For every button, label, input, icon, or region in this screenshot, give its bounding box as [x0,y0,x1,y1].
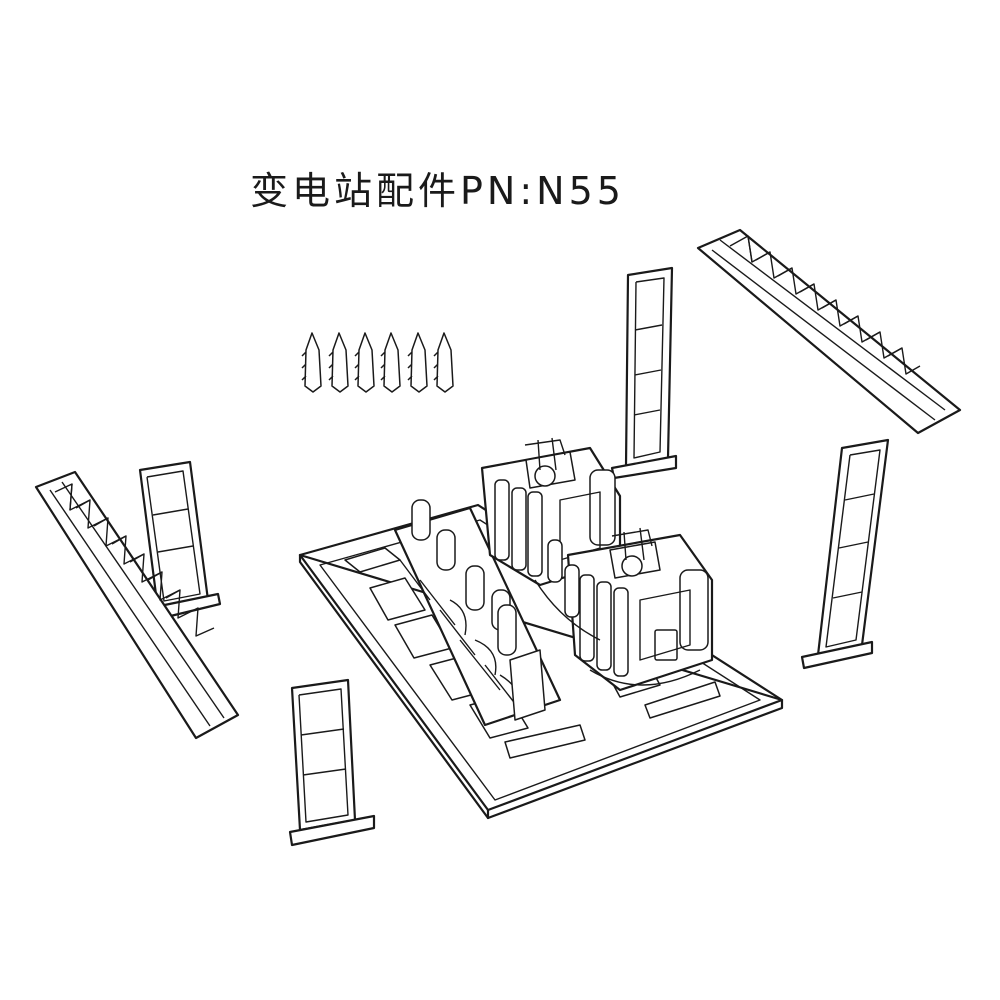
transformer [480,437,622,587]
insulator-row [393,499,562,727]
bushing-cluster [534,539,601,641]
ladder-tower [288,678,376,847]
wall-anchor [407,332,428,393]
wall-anchor [433,332,454,393]
wall-anchor [301,332,322,393]
wall-anchors [301,332,454,393]
truss-beam [34,470,240,740]
diagram-title: 变电站配件PN:N55 [250,169,625,213]
ladder-tower [138,460,222,622]
wall-anchor [354,332,375,393]
truss-beam [696,228,962,435]
transformer [566,527,714,692]
ladder-tower [610,266,678,480]
ladder-tower [800,438,890,670]
wall-anchor [328,332,349,393]
wall-anchor [380,332,401,393]
